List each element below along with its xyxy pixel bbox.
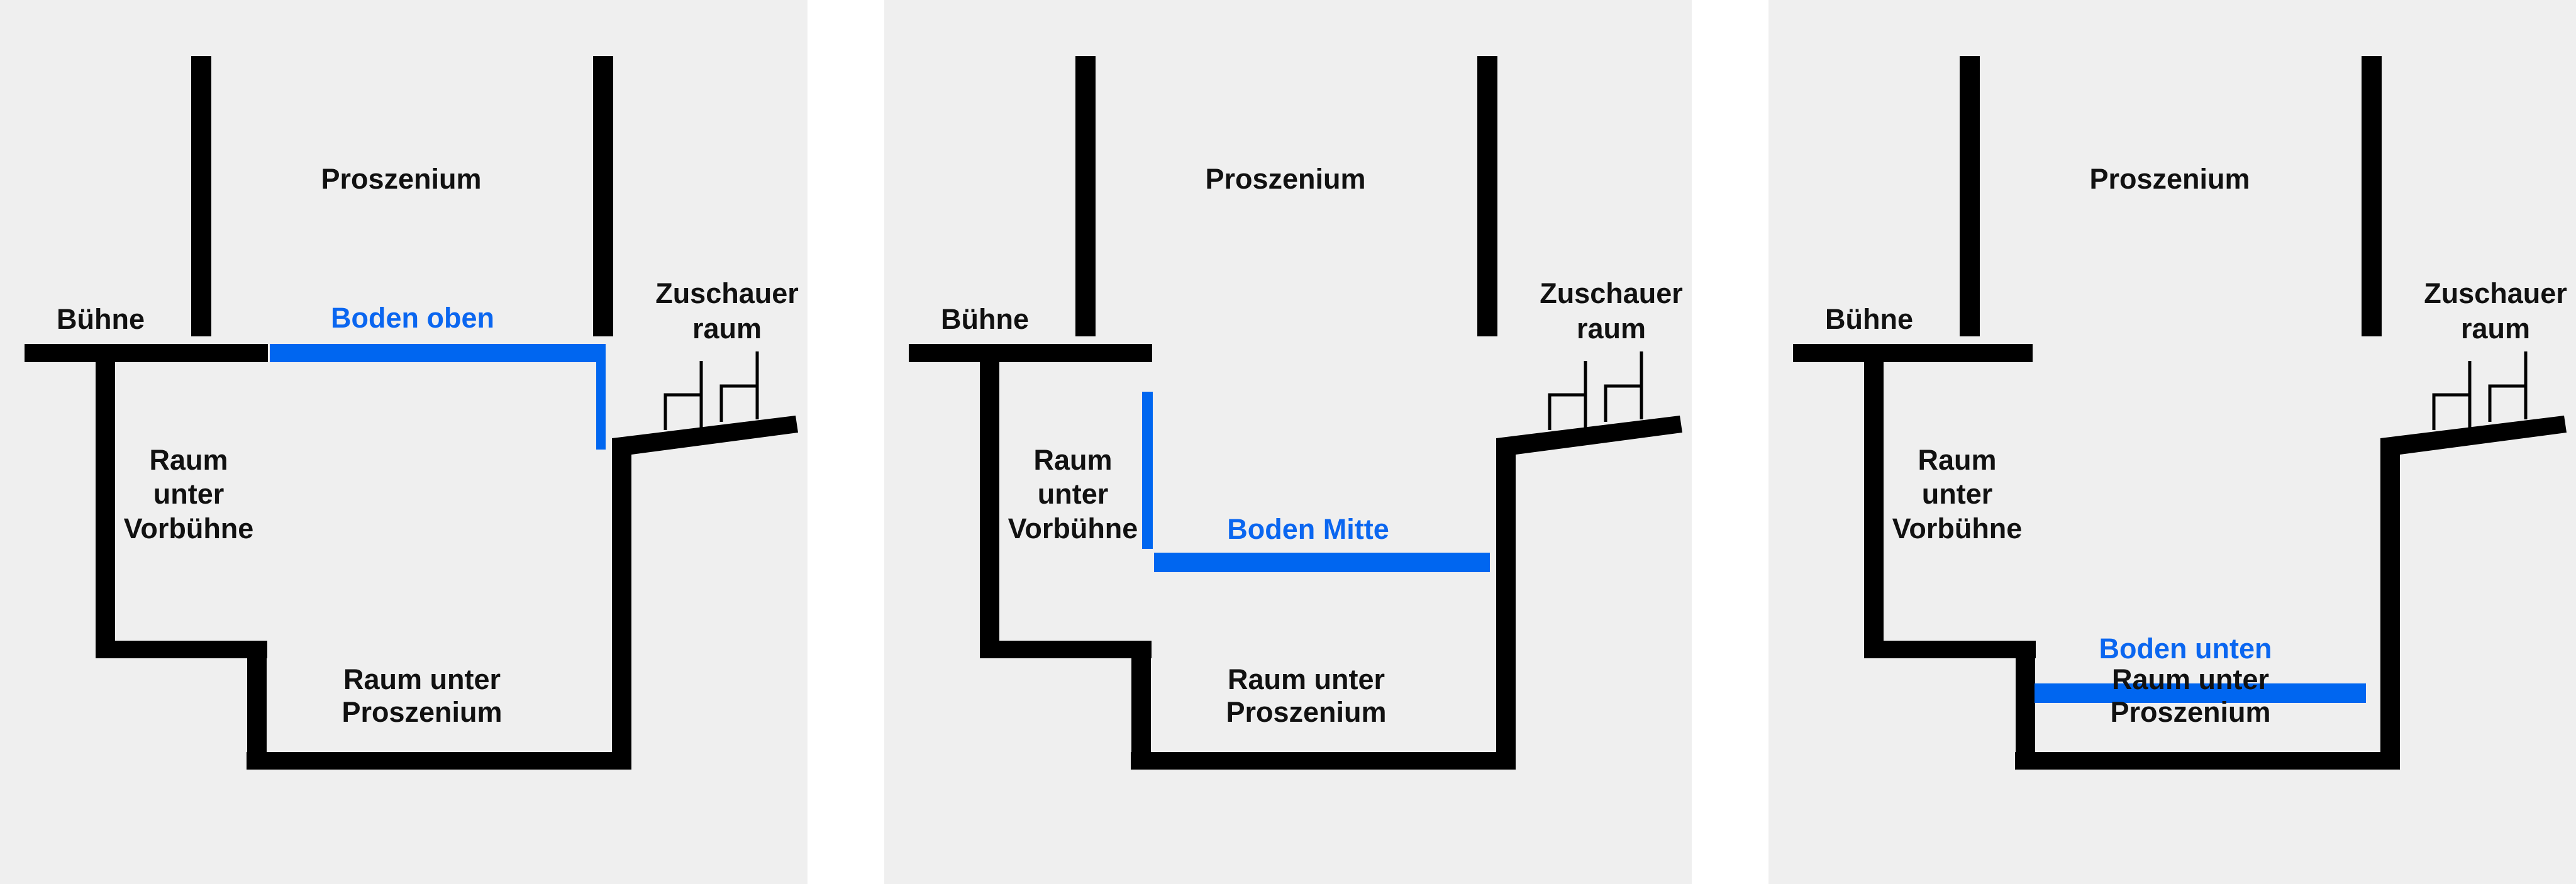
panel-boden-mitte: Proszenium Bühne Zuschauer raum Raum unt…	[884, 0, 1692, 884]
label-vorbuehne-3: Vorbühne	[1892, 512, 2023, 544]
label-zuschauerraum-1: Zuschauer	[1540, 277, 1683, 309]
label-floor: Boden Mitte	[1227, 513, 1389, 545]
pit-wall-right	[2380, 438, 2400, 770]
proscenium-wall-left	[1075, 56, 1096, 336]
floor-highlight	[2035, 683, 2366, 703]
proscenium-wall-right	[1477, 56, 1497, 336]
stage-floor	[25, 344, 268, 362]
floor-edge-highlight	[270, 344, 606, 362]
label-vorbuehne-3: Vorbühne	[1008, 512, 1138, 544]
stage-diagram: Proszenium Bühne Zuschauer raum Raum unt…	[25, 56, 799, 770]
pit-wall-right	[1496, 438, 1516, 770]
pit-wall-left	[1864, 344, 1884, 658]
label-zuschauerraum-1: Zuschauer	[2424, 277, 2567, 309]
pit-bottom	[1131, 752, 1516, 770]
pit-step-horizontal	[1864, 641, 2036, 658]
label-proszenium: Proszenium	[2089, 163, 2250, 195]
pit-step-vertical	[2016, 641, 2035, 770]
label-vorbuehne-1: Raum	[1918, 444, 1996, 476]
stage-floor	[1793, 344, 2033, 362]
label-vorbuehne-2: unter	[1038, 478, 1109, 510]
pit-bottom	[247, 752, 631, 770]
panel-boden-unten: Proszenium Bühne Zuschauer raum Raum unt…	[1768, 0, 2576, 884]
proscenium-wall-right	[2362, 56, 2382, 336]
panel-boden-oben: Proszenium Bühne Zuschauer raum Raum unt…	[0, 0, 808, 884]
label-unter-proszenium-1: Raum unter	[2112, 663, 2269, 695]
stage-floor	[909, 344, 1152, 362]
label-vorbuehne-2: unter	[153, 478, 225, 510]
auditorium-floor	[1496, 416, 1682, 455]
floor-highlight	[1154, 553, 1490, 572]
label-buehne: Bühne	[57, 303, 145, 335]
label-unter-proszenium-2: Proszenium	[2110, 696, 2270, 728]
chairs-icon	[2432, 351, 2528, 430]
label-unter-proszenium-1: Raum unter	[343, 663, 501, 695]
chairs-icon	[663, 351, 759, 430]
pit-step-horizontal	[96, 641, 267, 658]
pit-step-vertical	[247, 641, 267, 770]
label-vorbuehne-3: Vorbühne	[124, 512, 254, 544]
auditorium-floor	[2380, 416, 2567, 455]
proscenium-wall-right	[593, 56, 613, 336]
label-buehne: Bühne	[1825, 303, 1913, 335]
auditorium-floor	[612, 416, 798, 455]
pit-step-horizontal	[980, 641, 1152, 658]
stage-diagram: Proszenium Bühne Zuschauer raum Raum unt…	[909, 56, 1683, 770]
proscenium-wall-left	[1960, 56, 1980, 336]
label-zuschauerraum-2: raum	[1577, 312, 1646, 345]
proscenium-wall-left	[191, 56, 211, 336]
pit-step-vertical	[1131, 641, 1151, 770]
label-vorbuehne-1: Raum	[1033, 444, 1112, 476]
label-proszenium: Proszenium	[321, 163, 481, 195]
pit-wall-left	[96, 344, 115, 658]
label-zuschauerraum-2: raum	[2461, 312, 2530, 345]
pit-wall-left	[980, 344, 999, 658]
label-unter-proszenium-1: Raum unter	[1228, 663, 1385, 695]
label-vorbuehne-1: Raum	[149, 444, 228, 476]
label-unter-proszenium-2: Proszenium	[1226, 696, 1386, 728]
label-floor: Boden unten	[2099, 633, 2272, 665]
pit-bottom	[2015, 752, 2400, 770]
stage-diagram: Proszenium Bühne Zuschauer raum Raum unt…	[1793, 56, 2567, 770]
floor-edge-highlight	[1142, 392, 1153, 549]
label-buehne: Bühne	[941, 303, 1029, 335]
label-zuschauerraum-1: Zuschauer	[655, 277, 799, 309]
label-unter-proszenium-2: Proszenium	[341, 696, 502, 728]
pit-wall-right	[612, 438, 631, 770]
label-floor: Boden oben	[331, 302, 494, 334]
floor-highlight	[596, 344, 606, 450]
label-zuschauerraum-2: raum	[692, 312, 762, 345]
label-vorbuehne-2: unter	[1922, 478, 1993, 510]
chairs-icon	[1548, 351, 1643, 430]
label-proszenium: Proszenium	[1205, 163, 1365, 195]
